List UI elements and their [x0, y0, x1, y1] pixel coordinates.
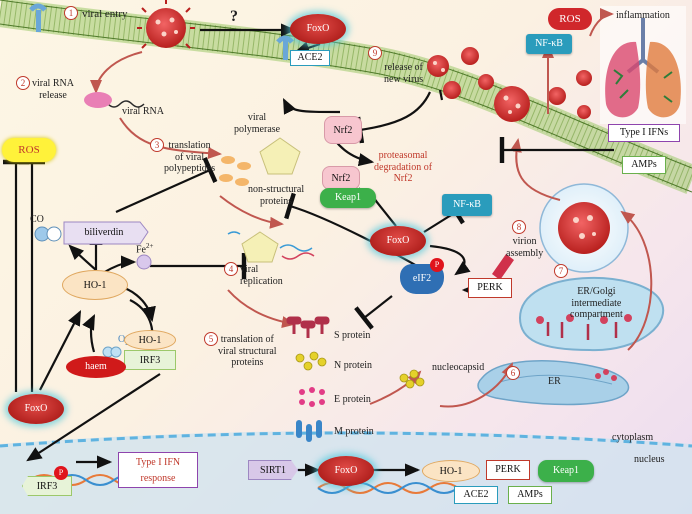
lungs-illustration: [600, 6, 686, 124]
eif2-phospho: P: [430, 258, 444, 272]
viral-polymerase-label: viral polymerase: [234, 112, 281, 135]
ace2-receptor-top: [276, 35, 294, 60]
co-label: CO: [30, 214, 44, 225]
non-structural-protein-blobs: [219, 156, 251, 186]
virus-entry: [137, 0, 195, 49]
haem-node: haem: [66, 356, 126, 378]
ros-left-cloud: ROS: [2, 138, 56, 162]
er-golgi-label: ER/Golgi intermediate compartment: [570, 286, 623, 320]
assembly-vesicle: [539, 183, 629, 273]
perk-mid-box: PERK: [468, 278, 512, 298]
amps-nucleus-box: AMPs: [508, 486, 552, 504]
m-protein-label: M protein: [334, 426, 374, 437]
foxo-left: FoxO: [8, 394, 64, 424]
biliverdin-label: biliverdin: [84, 227, 124, 238]
ho1-main: HO-1: [62, 270, 128, 300]
cytoplasm-label: cytoplasm: [612, 432, 654, 443]
fe-text: Fe: [136, 244, 146, 256]
virus-spots: [433, 61, 521, 114]
step-5-marker: 5: [204, 332, 218, 346]
e-protein-icons: [299, 387, 325, 407]
ho1-nucleus: HO-1: [422, 460, 480, 482]
replication-pentagon: [227, 231, 315, 263]
sirt1-box: SIRT1: [248, 460, 298, 480]
virion-assembly-label: virion assembly: [506, 236, 544, 259]
irf3-complex: IRF3: [124, 350, 176, 370]
amps-right-box: AMPs: [622, 156, 666, 174]
viral-polymerase-pentagon: [259, 137, 301, 175]
ho1-complex: HO-1: [124, 330, 176, 350]
eif2-box: eIF2: [400, 264, 444, 294]
fe-charge: 2+: [146, 242, 154, 250]
s-protein-icons: [286, 316, 330, 338]
nrf2-mid-box: Nrf2: [324, 116, 362, 144]
nfkb-right-box: NF-κB: [526, 34, 572, 54]
irf3-phospho: P: [54, 466, 68, 480]
ros-right-cloud: ROS: [548, 8, 592, 30]
release-new-virus-label: release of new virus: [384, 62, 424, 85]
ace2-nucleus-box: ACE2: [454, 486, 498, 504]
translation-polypeptides-label: translation of viral polypeptides: [164, 140, 216, 174]
ace2-receptor-left: [29, 3, 47, 32]
step-8-marker: 8: [512, 220, 526, 234]
o2-molecule: [102, 346, 122, 358]
ace2-top-box: ACE2: [290, 50, 330, 66]
irf3-nuc: IRF3: [22, 476, 72, 496]
type1-ifns-box: Type I IFNs: [608, 124, 680, 142]
foxo-nucleus: FoxO: [318, 456, 374, 486]
nucleocapsid-label: nucleocapsid: [432, 362, 485, 373]
type1-ifn-response-box: Type I IFN response: [118, 452, 198, 488]
nfkb-mid-box: NF-κB: [442, 194, 492, 216]
fe-label: Fe2+: [136, 242, 153, 256]
viral-replication-label: viral replication: [240, 264, 283, 287]
step-3-marker: 3: [150, 138, 164, 152]
inflammation-label: inflammation: [616, 10, 670, 21]
s-protein-label: S protein: [334, 330, 371, 341]
step-2-marker: 2: [16, 76, 30, 90]
step-6-marker: 6: [506, 366, 520, 380]
viral-rna-release-label: viral RNA release: [32, 78, 74, 101]
step-7-marker: 7: [554, 264, 568, 278]
keap1-mid-box: Keap1: [320, 188, 376, 208]
nucleocapsid-icon: [399, 369, 425, 389]
step-4-marker: 4: [224, 262, 238, 276]
nuclear-membrane: [0, 431, 692, 448]
fe-ion: [136, 254, 152, 270]
step-1-marker: 1: [64, 6, 78, 20]
translation-structural-label: translation of viral structural proteins: [218, 334, 277, 368]
viral-entry-label: viral entry: [82, 8, 128, 20]
n-protein-label: N protein: [334, 360, 373, 371]
perk-receptor: [492, 254, 514, 280]
viral-rna-label: viral RNA: [122, 106, 164, 117]
co-molecule: [34, 226, 62, 242]
foxo-top: FoxO: [290, 14, 346, 44]
o2-text: O: [118, 334, 126, 345]
nrf2-keap1-box: Nrf2: [322, 166, 360, 190]
nucleus-label: nucleus: [634, 454, 665, 465]
step-9-marker: 9: [368, 46, 382, 60]
er-label: ER: [548, 376, 561, 387]
non-structural-proteins-label: non-structural proteins: [248, 184, 305, 207]
unknown-link-label: ?: [230, 8, 238, 25]
foxo-mid: FoxO: [370, 226, 426, 256]
rna-release-particle: [84, 92, 112, 108]
m-protein-icons: [296, 420, 322, 442]
biliverdin-tag: [63, 221, 149, 245]
keap1-nucleus: Keap1: [538, 460, 594, 482]
e-protein-label: E protein: [334, 394, 371, 405]
perk-nucleus-box: PERK: [486, 460, 530, 480]
n-protein-icons: [295, 351, 327, 371]
proteasomal-degradation-label: proteasomal degradation of Nrf2: [374, 150, 433, 184]
er-golgi-compartment: [518, 276, 665, 352]
dna-helix-right: [317, 482, 459, 494]
